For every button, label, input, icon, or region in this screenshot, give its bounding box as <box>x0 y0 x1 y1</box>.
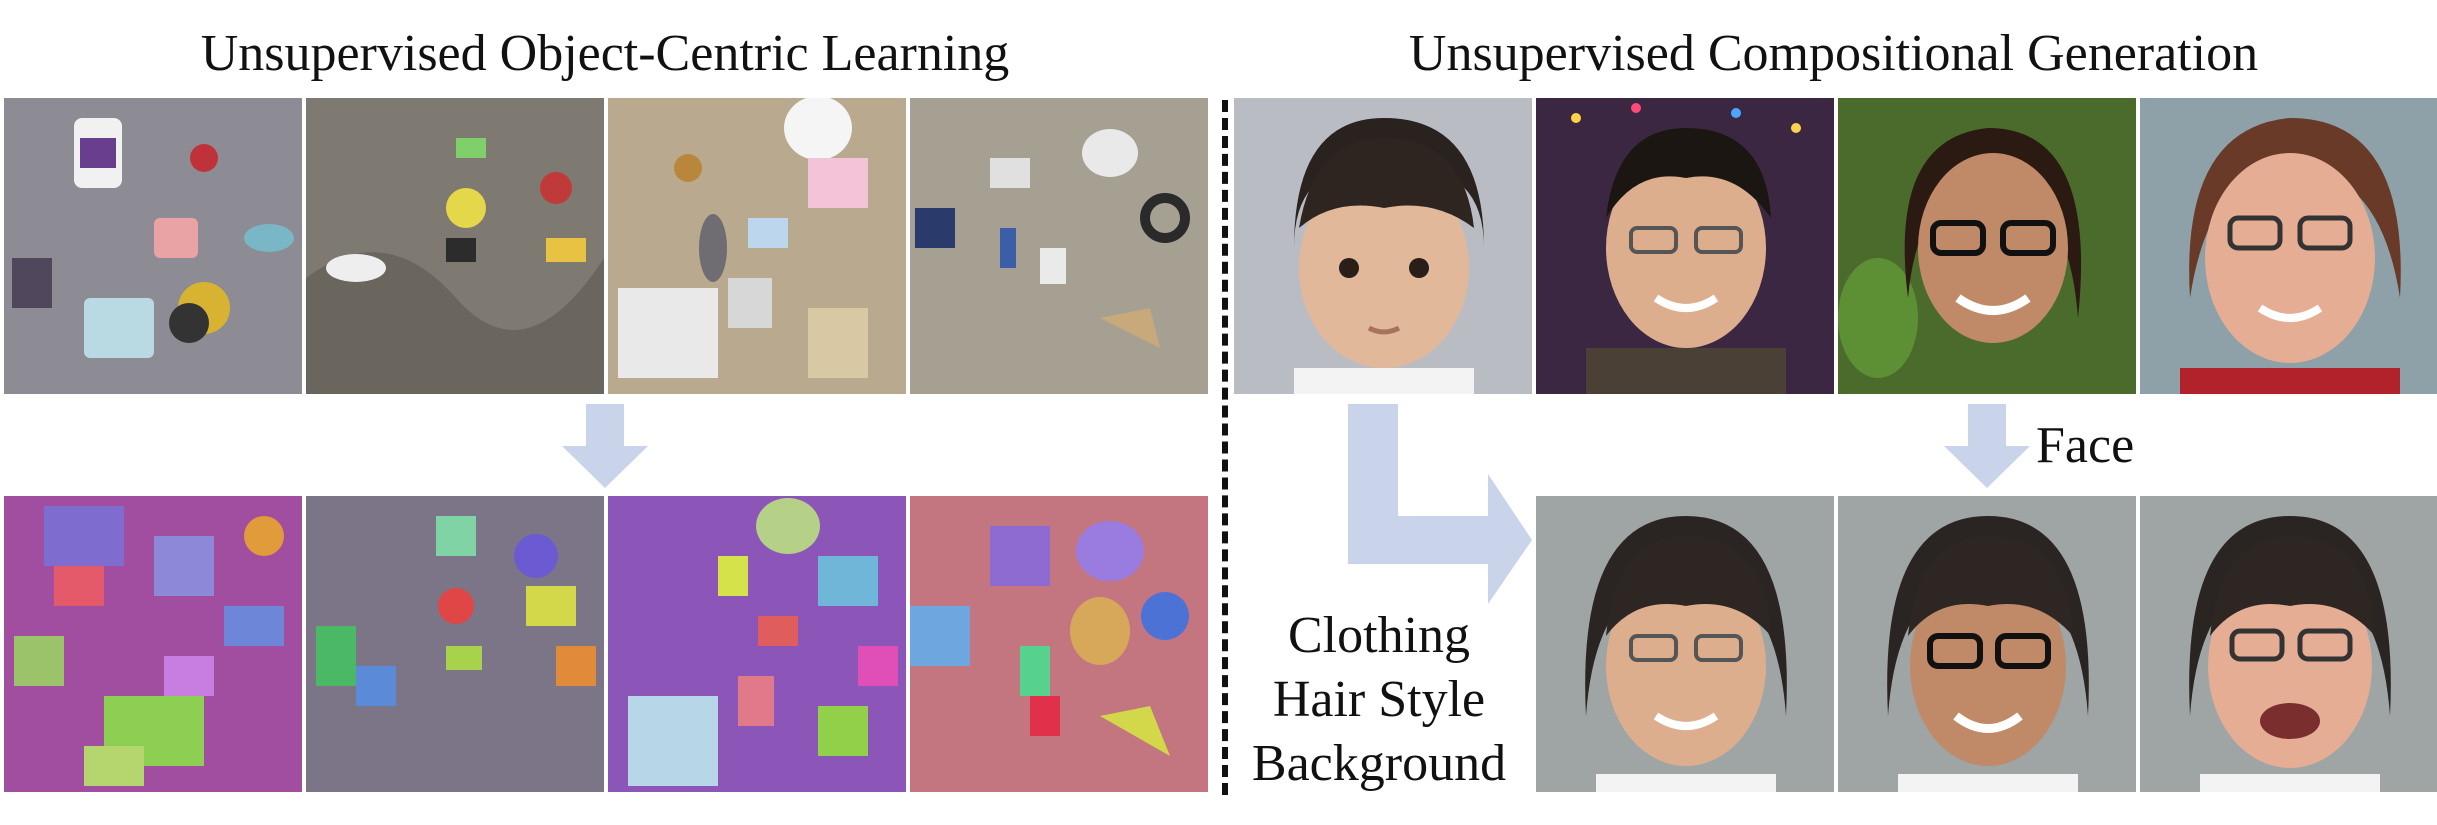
left-panel-title: Unsupervised Object-Centric Learning <box>200 25 1010 82</box>
l-shaped-arrow-icon <box>1348 404 1532 604</box>
segmentation-image-2 <box>306 496 604 792</box>
factor-labels: Clothing Hair Style Background <box>1246 604 1512 796</box>
face-input-2 <box>1536 98 1834 394</box>
factor-label-clothing: Clothing <box>1287 607 1471 664</box>
factor-label-background: Background <box>1251 735 1507 792</box>
face-input-3 <box>1838 98 2136 394</box>
face-input-4 <box>2140 98 2437 394</box>
face-input-1 <box>1234 98 1532 394</box>
scene-image-2 <box>306 98 604 394</box>
scene-image-1 <box>4 98 302 394</box>
down-arrow-icon <box>562 404 648 488</box>
composed-face-1 <box>1536 496 1834 792</box>
face-down-arrow-icon <box>1944 404 2030 488</box>
segmentation-image-4 <box>910 496 1208 792</box>
segmentation-image-1 <box>4 496 302 792</box>
composed-face-2 <box>1838 496 2136 792</box>
factor-label-hair-style: Hair Style <box>1272 671 1486 728</box>
panel-divider <box>1222 100 1228 795</box>
composed-face-3 <box>2140 496 2437 792</box>
right-panel-title: Unsupervised Compositional Generation <box>1408 25 2259 82</box>
face-factor-label: Face <box>2036 417 2135 474</box>
scene-image-3 <box>608 98 906 394</box>
segmentation-image-3 <box>608 496 906 792</box>
scene-image-4 <box>910 98 1208 394</box>
